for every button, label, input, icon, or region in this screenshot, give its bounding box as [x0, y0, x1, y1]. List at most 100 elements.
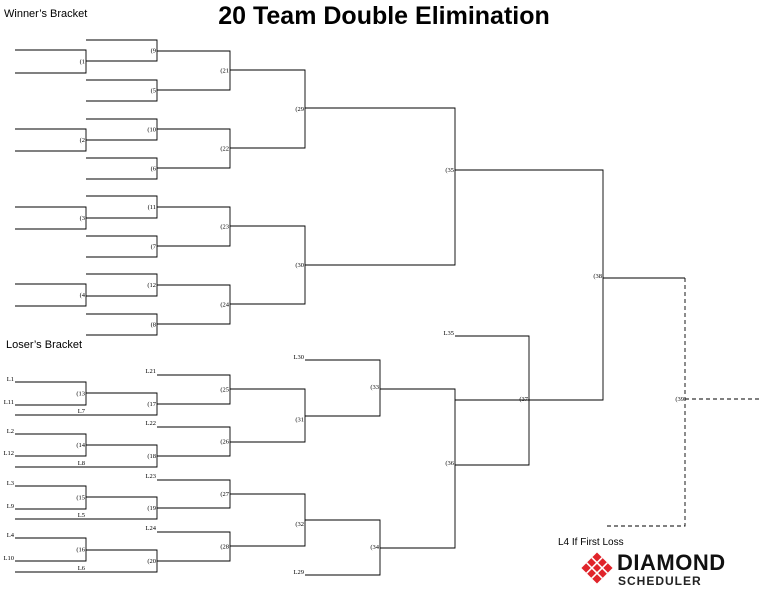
seed-label-l5: L5	[78, 512, 85, 519]
game-label-12: (12	[147, 282, 156, 289]
losers-game-25	[157, 374, 231, 405]
game-label-6: (6	[151, 166, 157, 173]
seed-label-l22: L22	[146, 420, 156, 427]
game-label-29: (29	[295, 106, 304, 113]
game-label-27: (27	[220, 491, 229, 498]
diamond-logo-icon	[581, 552, 613, 584]
winners-game-3	[15, 206, 87, 230]
winners-game-24	[157, 284, 231, 325]
seed-label-l7: L7	[78, 408, 86, 415]
game-label-19: (19	[147, 505, 156, 512]
seed-label-l24: L24	[146, 525, 157, 532]
winners-game-8	[86, 313, 158, 336]
seed-label-l21: L21	[146, 368, 156, 375]
game-label-5: (5	[151, 88, 156, 95]
seed-label-l11: L11	[4, 399, 14, 406]
game-label-15: (15	[76, 495, 85, 502]
game-label-14: (14	[76, 442, 85, 449]
game-label-39: (39	[675, 396, 684, 403]
winners-game-11	[86, 195, 158, 219]
game-label-4: (4	[80, 292, 86, 299]
seed-label-l29: L29	[294, 569, 304, 576]
game-label-7: (7	[151, 244, 157, 251]
losers-game-36	[380, 388, 456, 549]
game-label-3: (3	[80, 215, 85, 222]
championship-game-38	[455, 169, 604, 401]
losers-bracket-label: Loser’s Bracket	[6, 339, 83, 351]
game-label-18: (18	[147, 453, 156, 460]
losers-game-33	[305, 359, 381, 417]
bracket-labels: (1 (2 (3 (4 (9 (5 (10 (6 (11 (7 (12 (8 (21 (22 (23 (24 (…	[4, 48, 684, 577]
game-label-10: (10	[147, 127, 156, 134]
game-label-26: (26	[220, 439, 229, 446]
logo-wordmark: DIAMOND	[617, 550, 726, 575]
seed-label-l6: L6	[78, 565, 86, 572]
seed-label-l23: L23	[146, 473, 156, 480]
winners-game-9	[86, 39, 158, 62]
winners-game-2	[15, 128, 87, 152]
game-label-35: (35	[445, 167, 454, 174]
winners-game-22	[157, 128, 231, 169]
if-necessary-bracket	[605, 278, 686, 527]
losers-game-27	[157, 479, 231, 509]
logo-subtitle: SCHEDULER	[618, 574, 702, 588]
seed-label-l2: L2	[7, 428, 14, 435]
game-label-32: (32	[295, 521, 304, 528]
seed-label-l1: L1	[7, 376, 14, 383]
game-label-24: (24	[220, 302, 229, 309]
winners-game-5	[86, 79, 158, 102]
game-label-37: (37	[519, 396, 528, 403]
game-label-8: (8	[151, 322, 156, 329]
winners-bracket-label: Winner’s Bracket	[4, 8, 88, 20]
game-label-31: (31	[295, 417, 304, 424]
game-label-16: (16	[76, 547, 85, 554]
game-label-1: (1	[80, 59, 85, 66]
game-label-13: (13	[76, 391, 85, 398]
losers-game-31	[230, 388, 306, 443]
losers-game-37	[455, 335, 530, 466]
winners-game-6	[86, 157, 158, 180]
seed-label-l4: L4	[7, 532, 15, 539]
game-label-17: (17	[147, 401, 156, 408]
game-label-11: (11	[148, 204, 156, 211]
seed-label-l8: L8	[78, 460, 85, 467]
seed-label-l10: L10	[4, 555, 14, 562]
losers-game-26	[157, 426, 231, 457]
game-label-20: (20	[147, 558, 156, 565]
game-label-30: (30	[295, 262, 304, 269]
winners-game-10	[86, 118, 158, 141]
winners-game-35	[305, 107, 456, 266]
game-label-38: (38	[593, 273, 602, 280]
winners-game-21	[157, 50, 231, 91]
game-label-22: (22	[220, 146, 229, 153]
seed-label-l12: L12	[4, 450, 14, 457]
winners-game-4	[15, 283, 87, 307]
winners-game-29	[230, 69, 306, 149]
game-label-21: (21	[220, 68, 229, 75]
losers-game-34	[305, 519, 381, 576]
seed-label-l30: L30	[294, 354, 304, 361]
seed-label-l35: L35	[444, 330, 454, 337]
winners-game-30	[230, 225, 306, 305]
game-label-25: (25	[220, 387, 229, 394]
game-label-23: (23	[220, 224, 229, 231]
game-label-2: (2	[80, 137, 85, 144]
winners-game-23	[157, 206, 231, 247]
if-first-loss-note: L4 If First Loss	[558, 537, 624, 548]
seed-label-l3: L3	[7, 480, 14, 487]
game-label-9: (9	[151, 48, 156, 55]
losers-game-28	[157, 531, 231, 562]
bracket-lines	[15, 39, 762, 576]
losers-game-15	[15, 485, 87, 510]
losers-game-32	[230, 493, 306, 547]
page-title: 20 Team Double Elimination	[218, 2, 550, 30]
seed-label-l9: L9	[7, 503, 14, 510]
winners-game-1	[15, 49, 87, 74]
game-label-34: (34	[370, 544, 379, 551]
losers-game-13	[15, 381, 87, 406]
game-label-33: (33	[370, 384, 379, 391]
losers-game-16	[15, 537, 87, 562]
diamond-scheduler-logo: DIAMOND SCHEDULER	[580, 548, 765, 590]
winners-game-7	[86, 235, 158, 258]
